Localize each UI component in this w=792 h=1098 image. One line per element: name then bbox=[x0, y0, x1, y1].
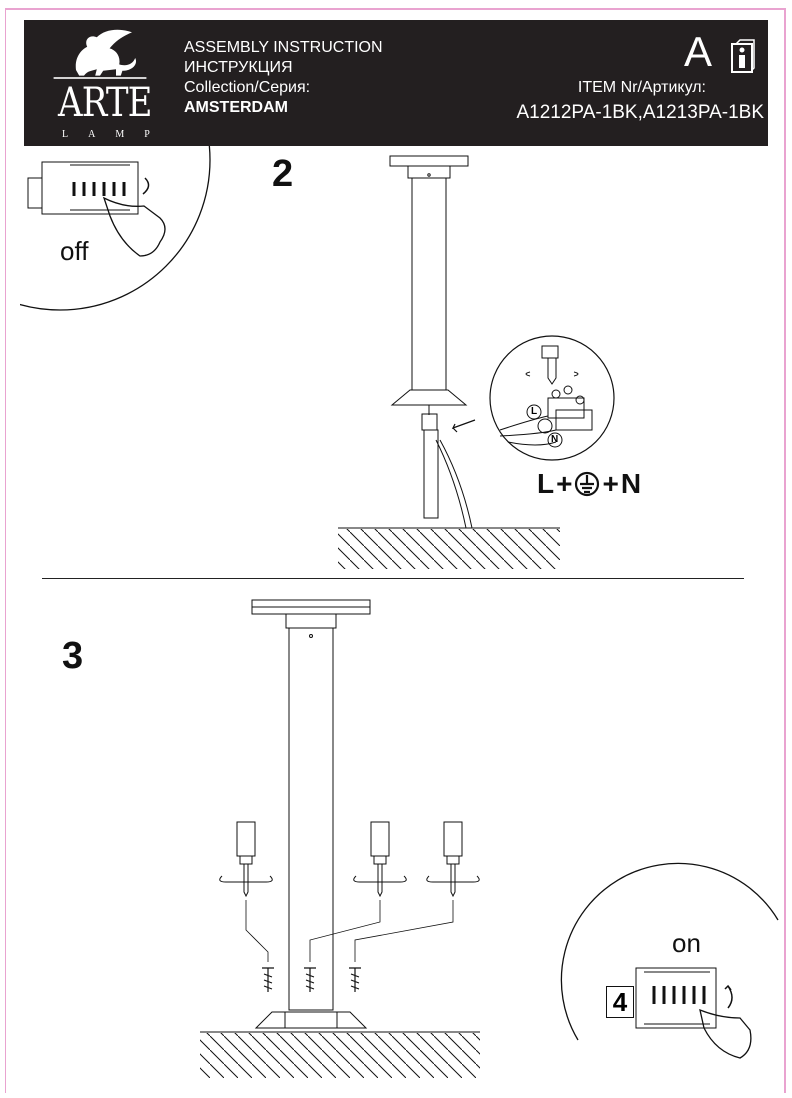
page-frame bbox=[5, 8, 786, 1093]
plus-sign: + bbox=[556, 468, 573, 499]
switch-on-label: on bbox=[672, 928, 701, 958]
step-2-number: 2 bbox=[272, 153, 294, 195]
switch-off-label: off bbox=[60, 236, 89, 266]
breaker-off-detail bbox=[20, 146, 211, 311]
title-ru: ИНСТРУКЦИЯ bbox=[184, 59, 293, 76]
screwdrivers bbox=[219, 821, 480, 962]
neutral-label: N bbox=[620, 468, 642, 499]
title-en: ASSEMBLY INSTRUCTION bbox=[184, 39, 383, 56]
section-divider bbox=[42, 578, 744, 579]
header-titles: ASSEMBLY INSTRUCTION ИНСТРУКЦИЯ Collecti… bbox=[184, 38, 383, 118]
live-label: L bbox=[537, 468, 555, 499]
terminal-block-detail bbox=[489, 335, 615, 461]
terminal-l-label: L bbox=[531, 406, 538, 417]
ground-step3 bbox=[200, 1031, 480, 1078]
breaker-on-icon bbox=[635, 967, 752, 1059]
screws bbox=[262, 967, 361, 992]
terminal-n-label: N bbox=[551, 434, 559, 445]
language-code: A bbox=[683, 28, 712, 75]
logo-brand: ARTE bbox=[58, 80, 153, 126]
ground-step2 bbox=[338, 527, 560, 569]
item-value: A1212PA-1BK,A1213PA-1BK bbox=[516, 102, 764, 123]
breaker-on-detail bbox=[560, 862, 779, 1041]
arte-lamp-logo: ARTE LAMP bbox=[40, 26, 160, 142]
lamp-step3 bbox=[251, 599, 371, 1029]
logo-sub: LAMP bbox=[62, 129, 170, 140]
collection-label: Collection/Серия: bbox=[184, 79, 311, 96]
manual-info-icon bbox=[731, 39, 755, 73]
ground-icon bbox=[575, 471, 600, 497]
griffin-icon bbox=[53, 29, 147, 79]
wiring-legend: L + + N bbox=[537, 468, 641, 500]
collection-value: AMSTERDAM bbox=[184, 99, 288, 116]
lamp-step2 bbox=[389, 155, 476, 529]
breaker-off-icon bbox=[27, 161, 166, 257]
header: ARTE LAMP ASSEMBLY INSTRUCTION ИНСТРУКЦИ… bbox=[24, 20, 768, 146]
item-label: ITEM Nr/Артикул: bbox=[577, 79, 706, 96]
step-4-number: 4 bbox=[606, 986, 634, 1018]
step-3-number: 3 bbox=[62, 635, 84, 677]
plus-sign: + bbox=[602, 468, 619, 499]
